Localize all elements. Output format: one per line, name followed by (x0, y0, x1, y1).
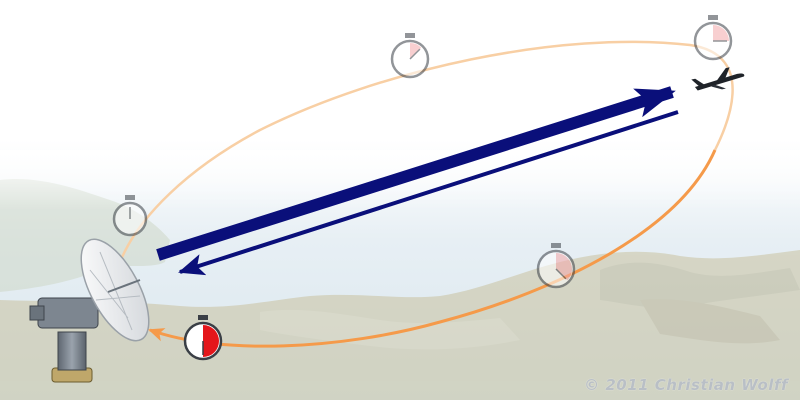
stopwatch-icon (390, 33, 430, 79)
stopwatch-crown (405, 33, 415, 38)
stopwatch-crown (551, 243, 561, 248)
copyright-notice: © 2011 Christian Wolff (584, 376, 788, 394)
echo-return-arrow (178, 110, 679, 276)
stopwatch-crown (125, 195, 135, 200)
orbit-path-strong (148, 149, 717, 348)
stopwatch-elapsed-sector (556, 253, 572, 281)
stopwatch-icon (183, 315, 223, 361)
stopwatch-crown (198, 315, 208, 320)
stopwatch-icon (693, 15, 733, 61)
stopwatch-elapsed-sector (713, 25, 729, 41)
transmit-pulse-arrow (156, 86, 676, 261)
stopwatch-hand (409, 48, 421, 60)
stopwatch-elapsed-sector (203, 325, 219, 357)
stopwatch-icon (536, 243, 576, 289)
stopwatch-crown (708, 15, 718, 20)
stopwatch-hand (555, 268, 567, 280)
radar-dish-icon (29, 238, 150, 383)
airplane-icon (691, 67, 745, 91)
stopwatches (112, 15, 733, 361)
stopwatch-icon (112, 195, 148, 237)
stopwatch-elapsed-sector (410, 43, 422, 59)
